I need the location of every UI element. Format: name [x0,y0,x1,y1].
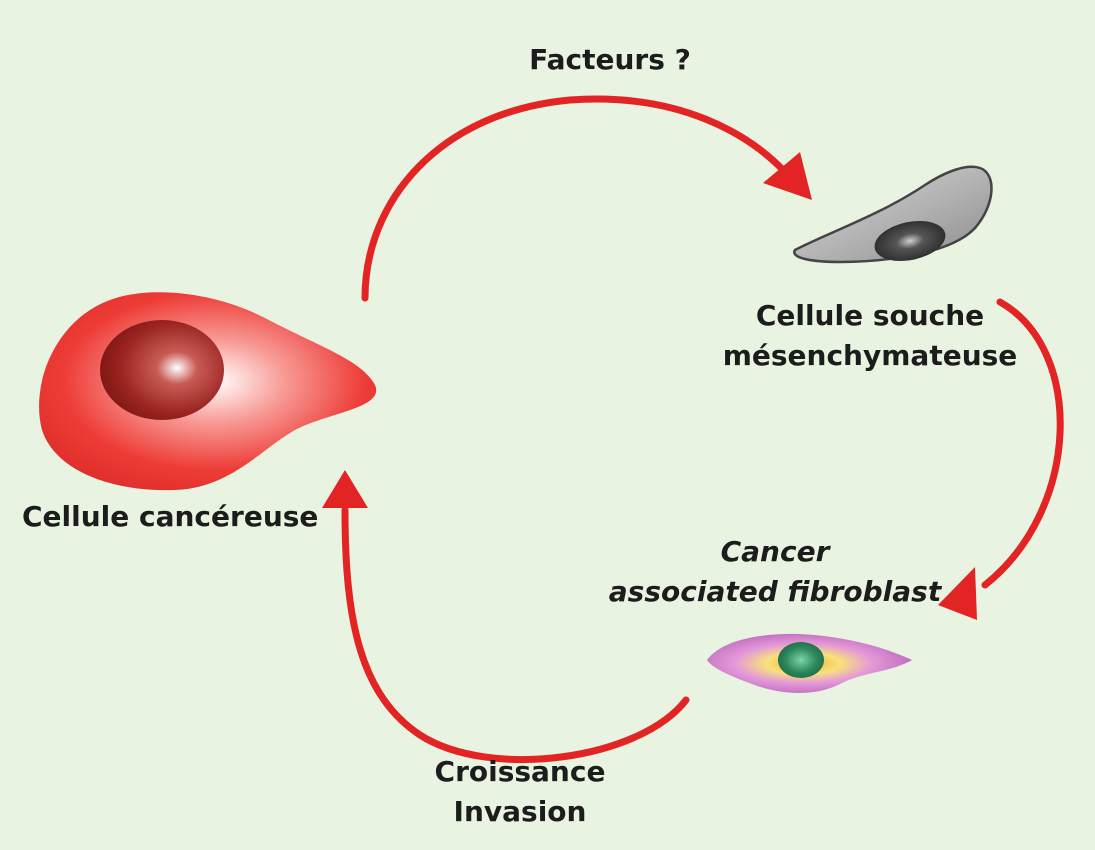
cancer-cell-nucleus [100,320,224,420]
cancer-cell-label: Cellule cancéreuse [22,497,319,537]
factors-label: Facteurs ? [510,40,710,80]
growth-label-line2: Invasion [453,795,587,828]
arrow-msc-to-caf [981,298,1064,589]
growth-label-line1: Croissance [434,755,606,788]
arrowhead-factors [763,152,812,200]
msc-label: Cellule souche mésenchymateuse [720,296,1020,376]
arrowheads [322,152,977,620]
caf-label-line1: Cancer [720,535,830,568]
msc-label-line2: mésenchymateuse [722,339,1018,372]
caf-label-line2: associated fibroblast [608,575,942,608]
caf-label: Cancer associated fibroblast [600,532,950,612]
mesenchymal-stem-cell [793,165,993,264]
arrows [341,95,1064,763]
arrow-factors [361,95,789,302]
msc-nucleus [874,220,946,262]
caf-nucleus [778,642,824,678]
cancer-cell [39,292,377,491]
growth-invasion-label: Croissance Invasion [405,752,635,832]
msc-label-line1: Cellule souche [755,299,985,332]
factors-label-text: Facteurs ? [529,43,691,76]
arrowhead-caf [938,567,977,620]
cancer-cell-label-text: Cellule cancéreuse [22,500,319,533]
arrowhead-cancer [322,470,368,508]
caf-cell [707,633,912,694]
arrow-growth-invasion [341,506,690,763]
